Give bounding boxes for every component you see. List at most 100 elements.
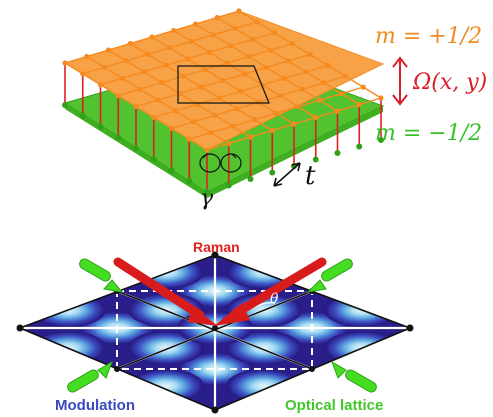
upper-lattice-nodes — [62, 8, 384, 153]
upper-node — [188, 38, 195, 44]
upper-node — [141, 69, 147, 75]
lower-node — [79, 112, 86, 119]
upper-node — [238, 88, 244, 94]
upper-node — [267, 47, 274, 53]
potential-well — [128, 369, 204, 403]
lattice-beam-top-right — [306, 258, 353, 293]
angle-label: θ — [270, 291, 279, 307]
loss-circles — [199, 153, 242, 173]
upper-node — [151, 114, 157, 120]
upper-node — [342, 73, 349, 79]
upper-node — [236, 8, 242, 14]
lower-node — [204, 189, 210, 195]
upper-node — [137, 86, 143, 92]
tunneling-arrow — [273, 162, 301, 187]
upper-node — [334, 108, 341, 114]
upper-node — [325, 62, 331, 68]
optical-lattice-plane — [16, 251, 414, 414]
lower-node — [115, 134, 122, 141]
upper-node — [214, 14, 220, 21]
upper-node — [271, 30, 278, 36]
lower-node — [97, 123, 104, 130]
lower-node — [247, 176, 254, 182]
unit-cell-outline — [177, 65, 270, 104]
upper-node — [250, 36, 256, 42]
upper-node — [269, 127, 275, 134]
upper-node — [291, 121, 297, 127]
upper-node — [97, 82, 104, 88]
raman-beam-left — [113, 257, 218, 326]
loss-label: γ — [200, 186, 214, 211]
upper-node — [184, 56, 191, 62]
upper-node — [254, 19, 260, 25]
lattice-beam-top-left — [79, 258, 124, 293]
raman-beams — [113, 257, 327, 326]
upper-node — [289, 41, 295, 47]
lower-node — [356, 143, 363, 150]
modulation-label: Modulation — [55, 397, 135, 414]
lattice-beam-bottom-left — [67, 360, 113, 393]
lower-node — [225, 182, 232, 189]
upper-node — [62, 60, 68, 66]
upper-node — [84, 53, 90, 60]
upper-node — [281, 75, 287, 81]
upper-node — [186, 136, 192, 142]
upper-node — [123, 58, 129, 64]
upper-node — [228, 43, 234, 49]
lattice-beam-bottom-right — [331, 360, 377, 393]
dashed-unit-cell — [116, 290, 313, 370]
upper-node — [115, 93, 121, 99]
upper-node — [216, 95, 222, 101]
bilayer-lattice — [62, 8, 408, 198]
upper-node — [190, 119, 196, 125]
lower-node — [269, 169, 276, 176]
upper-node — [172, 108, 179, 114]
lattice-beams — [67, 258, 377, 393]
raman-label: Raman — [193, 239, 240, 255]
upper-node — [273, 110, 279, 116]
upper-node — [168, 125, 175, 131]
upper-node — [295, 104, 301, 110]
upper-node — [198, 84, 204, 90]
lower-node — [150, 156, 157, 163]
upper-node — [145, 51, 151, 57]
upper-node — [210, 32, 216, 38]
upper-node — [313, 114, 319, 121]
coupling-arrow — [392, 56, 408, 106]
optical-lattice-label: Optical lattice — [285, 397, 383, 414]
upper-node — [232, 25, 238, 31]
lower-state-label: m = −1/2 — [375, 121, 482, 146]
upper-node — [202, 67, 208, 73]
upper-node — [119, 75, 125, 81]
upper-node — [163, 62, 169, 68]
lower-node — [133, 145, 139, 152]
lower-node — [186, 178, 193, 185]
upper-node — [317, 97, 323, 103]
upper-node — [208, 130, 214, 136]
upper-node — [192, 21, 199, 27]
upper-node — [180, 73, 187, 79]
upper-node — [356, 101, 362, 108]
upper-node — [338, 91, 345, 97]
upper-node — [105, 47, 112, 53]
upper-node — [247, 134, 254, 140]
upper-node — [101, 64, 108, 70]
upper-node — [321, 80, 327, 86]
upper-node — [204, 147, 210, 153]
lower-node — [168, 167, 175, 174]
upper-node — [80, 71, 86, 77]
upper-node — [171, 27, 177, 34]
upper-node — [133, 103, 139, 110]
tunneling-label: t — [305, 161, 316, 191]
upper-node — [155, 97, 161, 103]
upper-node — [251, 117, 258, 123]
upper-node — [220, 77, 226, 84]
upper-node — [159, 80, 165, 86]
raman-beam-right — [214, 257, 327, 326]
upper-node — [127, 40, 133, 47]
upper-node — [299, 86, 305, 92]
upper-node — [206, 49, 212, 55]
coupling-label: Ω(x, y) — [412, 70, 487, 95]
lower-node — [334, 150, 341, 156]
upper-node — [149, 34, 155, 40]
